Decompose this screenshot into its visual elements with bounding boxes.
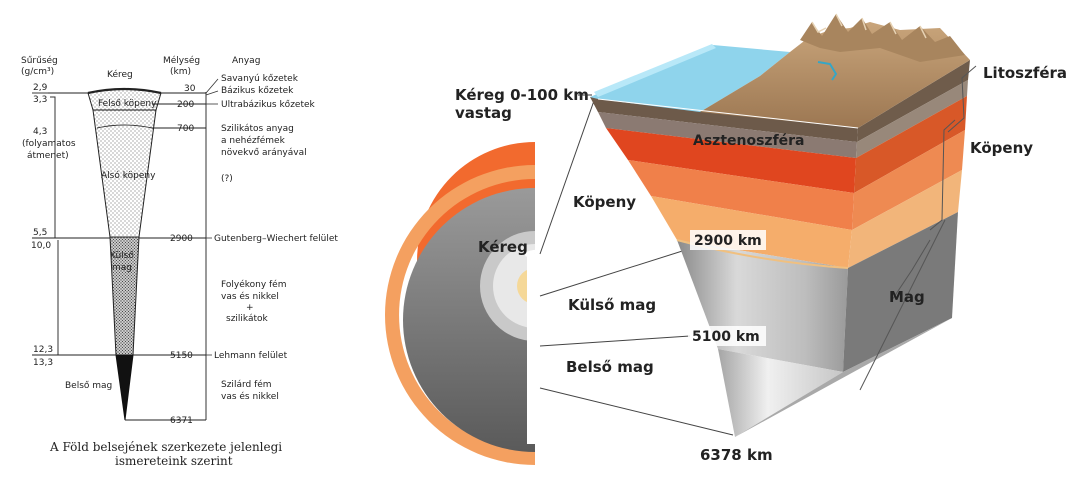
- asthenosphere-label: Asztenoszféra: [693, 133, 805, 149]
- density-note-1: (folyamatos: [22, 139, 76, 149]
- depth-2900-label: 2900 km: [694, 233, 762, 249]
- depth-header: Mélység: [163, 55, 200, 66]
- material-solid-2: vas és nikkel: [221, 391, 279, 402]
- material-silicates: szilikátok: [226, 314, 269, 324]
- material-silicate-3: növekvő arányával: [221, 148, 307, 158]
- inner-core-label: Belső mag: [566, 358, 654, 376]
- outer-core-label-2: mag: [112, 263, 132, 273]
- crust-thickness-label-2: vastag: [455, 104, 512, 122]
- density-note-2: átmenet): [27, 151, 69, 161]
- outer-core-label: Külső mag: [568, 296, 656, 314]
- left-diagram: Sűrűség (g/cm³) Kéreg Mélység (km) Anyag…: [21, 55, 338, 468]
- depth-700: 700: [177, 124, 194, 134]
- density-13-3: 13,3: [33, 358, 53, 368]
- depth-2900: 2900: [170, 234, 193, 244]
- right-diagram: Litoszféra Kéreg 0-100 km vastag Aszteno…: [385, 14, 1067, 465]
- density-12-3: 12,3: [33, 345, 53, 355]
- lehmann-boundary: Lehmann felület: [214, 351, 288, 361]
- lower-mantle-label: Alsó köpeny: [101, 170, 156, 181]
- material-silicate-2: a nehézfémek: [221, 135, 286, 146]
- density-3-3: 3,3: [33, 95, 47, 105]
- material-header: Anyag: [232, 56, 260, 66]
- mantle-label-right: Köpeny: [970, 139, 1033, 157]
- density-4-3: 4,3: [33, 127, 47, 137]
- material-silicate-1: Szilikátos anyag: [221, 124, 294, 134]
- mantle-brace: [50, 97, 55, 238]
- material-basic: Bázikus kőzetek: [221, 86, 294, 96]
- material-solid-1: Szilárd fém: [221, 379, 272, 390]
- lithosphere-label: Litoszféra: [983, 64, 1067, 82]
- gutenberg-boundary: Gutenberg–Wiechert felület: [214, 234, 338, 244]
- depth-30: 30: [184, 84, 196, 94]
- outer-core-label-1: Külső: [110, 251, 134, 261]
- depth-200: 200: [177, 100, 194, 110]
- depth-6371: 6371: [170, 416, 193, 426]
- density-10-0: 10,0: [31, 241, 51, 251]
- material-plus: +: [246, 303, 254, 313]
- density-2-9: 2,9: [33, 83, 48, 93]
- depth-5100-label: 5100 km: [692, 329, 760, 345]
- mantle-label-inner: Köpeny: [573, 193, 636, 211]
- density-5-5: 5,5: [33, 228, 47, 238]
- figure-caption-2: ismereteink szerint: [115, 454, 233, 468]
- earth-half-cutaway: [385, 142, 540, 465]
- depth-6378-label: 6378 km: [700, 446, 773, 464]
- material-acidic: Savanyú kőzetek: [221, 74, 299, 84]
- material-liquid-2: vas és nikkel: [221, 291, 279, 302]
- core-brace: [58, 240, 110, 355]
- density-unit: (g/cm³): [21, 67, 54, 77]
- crust-label: Kéreg: [478, 238, 528, 256]
- crust-thickness-label-1: Kéreg 0-100 km: [455, 86, 589, 104]
- depth-5150: 5150: [170, 351, 193, 361]
- density-header: Sűrűség: [21, 55, 58, 66]
- inner-core-band: [116, 355, 133, 420]
- material-liquid-1: Folyékony fém: [221, 279, 287, 290]
- figure-caption-1: A Föld belsejének szerkezete jelenlegi: [49, 440, 282, 454]
- inner-core-label: Belső mag: [65, 381, 112, 391]
- material-ultrabasic: Ultrabázikus kőzetek: [221, 100, 316, 110]
- core-label: Mag: [889, 288, 925, 306]
- depth-unit: (km): [170, 67, 191, 77]
- upper-mantle-label: Felső köpeny: [98, 99, 157, 109]
- material-unknown: (?): [221, 174, 233, 184]
- crust-header: Kéreg: [107, 69, 133, 80]
